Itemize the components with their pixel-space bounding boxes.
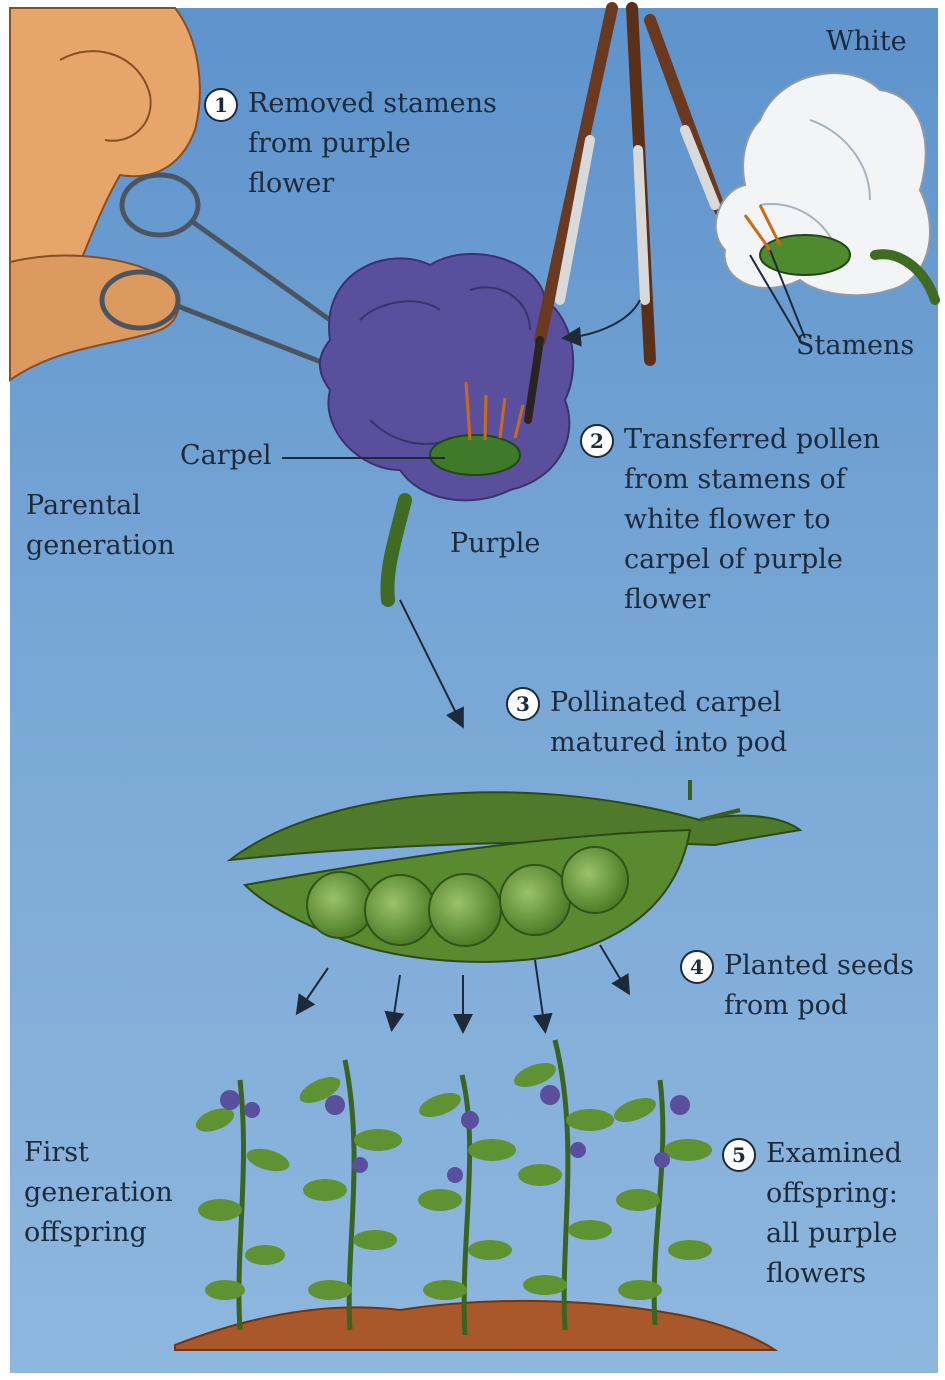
step-4: 4 Planted seeds from pod xyxy=(680,946,914,1026)
first-generation-label: First generation offspring xyxy=(24,1133,173,1253)
stamens-label: Stamens xyxy=(796,326,914,366)
step-number: 2 xyxy=(580,424,614,458)
step-text: Transferred pollen from stamens of white… xyxy=(624,420,880,620)
step-number: 1 xyxy=(204,88,238,122)
step-number: 5 xyxy=(722,1138,756,1172)
white-label: White xyxy=(826,22,907,62)
carpel-label: Carpel xyxy=(180,436,272,476)
step-3: 3 Pollinated carpel matured into pod xyxy=(506,683,787,763)
purple-label: Purple xyxy=(450,524,540,564)
step-text: Planted seeds from pod xyxy=(724,946,914,1026)
step-5: 5 Examined offspring: all purple flowers xyxy=(722,1134,902,1294)
step-text: Removed stamens from purple flower xyxy=(248,84,497,204)
step-number: 4 xyxy=(680,950,714,984)
step-number: 3 xyxy=(506,687,540,721)
step-1: 1 Removed stamens from purple flower xyxy=(204,84,497,204)
step-2: 2 Transferred pollen from stamens of whi… xyxy=(580,420,880,620)
step-text: Examined offspring: all purple flowers xyxy=(766,1134,902,1294)
parental-generation-label: Parental generation xyxy=(26,486,175,566)
step-text: Pollinated carpel matured into pod xyxy=(550,683,787,763)
